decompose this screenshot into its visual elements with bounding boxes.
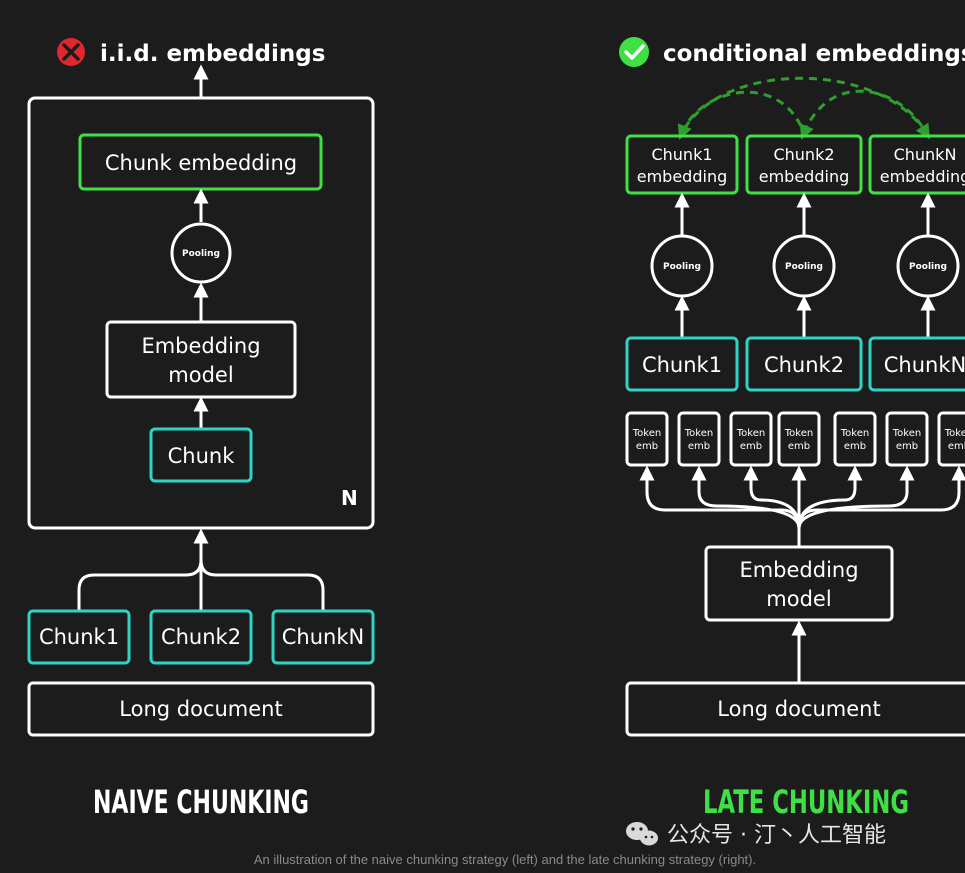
token-emb-box bbox=[777, 411, 821, 467]
left-chunkn-box bbox=[271, 609, 375, 665]
right-long-document-box bbox=[625, 681, 965, 737]
token-emb-box bbox=[937, 411, 965, 467]
right-embedding-model-line2: model bbox=[766, 587, 831, 611]
naive-chunking-panel: i.i.d. embeddings N Chunk embedding Pool… bbox=[27, 38, 375, 821]
right-chunkn-label: ChunkN bbox=[884, 353, 965, 377]
token-emb-box bbox=[729, 411, 773, 467]
fail-icon bbox=[57, 38, 85, 66]
right-chunk1-embedding-line2: embedding bbox=[637, 167, 727, 186]
token-fanout-arrows bbox=[639, 465, 965, 546]
token-emb-line2: emb bbox=[636, 441, 658, 452]
right-embedding-model-box bbox=[704, 545, 894, 622]
token-emb-line1: Token bbox=[944, 428, 965, 439]
left-chunk1-box bbox=[27, 609, 131, 665]
right-chunkn-embedding-line1: ChunkN bbox=[894, 145, 957, 164]
right-long-document-label: Long document bbox=[717, 697, 880, 721]
right-pooling-label-1: Pooling bbox=[663, 262, 701, 272]
left-header: i.i.d. embeddings bbox=[100, 41, 325, 67]
repeat-container bbox=[27, 96, 375, 530]
right-chunk2-box bbox=[745, 336, 863, 392]
left-chunk2-label: Chunk2 bbox=[161, 625, 241, 649]
late-chunking-panel: conditional embeddings Chunk1 embedding … bbox=[619, 37, 965, 821]
token-emb-line2: emb bbox=[740, 441, 762, 452]
token-emb-line1: Token bbox=[736, 428, 765, 439]
right-chunk2-label: Chunk2 bbox=[764, 353, 844, 377]
left-chunk1-label: Chunk1 bbox=[39, 625, 119, 649]
token-emb-line2: emb bbox=[788, 441, 810, 452]
token-emb-line1: Token bbox=[632, 428, 661, 439]
left-chunkn-label: ChunkN bbox=[282, 625, 364, 649]
left-chunk-box bbox=[149, 427, 253, 483]
left-pooling-node bbox=[170, 222, 232, 284]
left-title: NAIVE CHUNKING bbox=[93, 783, 309, 821]
right-chunk2-embedding-line1: Chunk2 bbox=[773, 145, 834, 164]
right-chunk1-embedding-line1: Chunk1 bbox=[651, 145, 712, 164]
token-emb-line1: Token bbox=[840, 428, 869, 439]
left-chunk2-box bbox=[149, 609, 253, 665]
figure-caption: An illustration of the naive chunking st… bbox=[254, 852, 756, 867]
left-long-document-box bbox=[27, 681, 375, 737]
token-emb-line2: emb bbox=[896, 441, 918, 452]
success-icon bbox=[619, 37, 649, 67]
left-chunk-label: Chunk bbox=[168, 444, 236, 468]
left-long-document-label: Long document bbox=[119, 697, 282, 721]
right-pooling-label-2: Pooling bbox=[785, 262, 823, 272]
token-emb-line1: Token bbox=[784, 428, 813, 439]
wechat-icon bbox=[626, 822, 658, 846]
token-emb-line2: emb bbox=[948, 441, 965, 452]
token-emb-box bbox=[833, 411, 877, 467]
watermark-text: 公众号 · 汀丶人工智能 bbox=[667, 823, 886, 848]
right-chunk1-box bbox=[625, 336, 739, 392]
conditional-dependency-arrows bbox=[677, 76, 931, 140]
token-emb-box bbox=[677, 411, 721, 467]
token-emb-row: Token emb Token emb Token emb Token emb … bbox=[625, 411, 965, 467]
right-pooling-label-3: Pooling bbox=[909, 262, 947, 272]
token-emb-box bbox=[625, 411, 669, 467]
right-header: conditional embeddings bbox=[663, 41, 965, 67]
right-title: LATE CHUNKING bbox=[703, 783, 909, 821]
right-embedding-model-line1: Embedding bbox=[739, 558, 858, 582]
right-chunk1-label: Chunk1 bbox=[642, 353, 722, 377]
token-emb-line1: Token bbox=[684, 428, 713, 439]
token-emb-box bbox=[885, 411, 929, 467]
watermark: 公众号 · 汀丶人工智能 bbox=[626, 822, 886, 848]
token-emb-line2: emb bbox=[844, 441, 866, 452]
left-pooling-label: Pooling bbox=[182, 249, 220, 259]
repeat-marker: N bbox=[341, 486, 358, 510]
token-emb-line2: emb bbox=[688, 441, 710, 452]
left-embedding-model-line2: model bbox=[168, 363, 233, 387]
right-chunkn-embedding-line2: embedding bbox=[880, 167, 965, 186]
right-chunkn-box bbox=[868, 336, 965, 392]
right-chunk2-embedding-line2: embedding bbox=[759, 167, 849, 186]
left-chunk-embedding-label: Chunk embedding bbox=[105, 151, 297, 175]
left-embedding-model-line1: Embedding bbox=[141, 334, 260, 358]
token-emb-line1: Token bbox=[892, 428, 921, 439]
